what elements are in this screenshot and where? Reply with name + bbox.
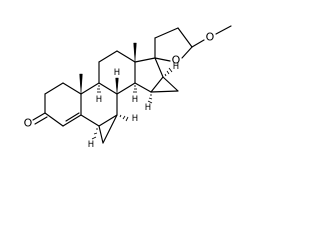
h-14-label: H (132, 95, 138, 105)
bond-c3-o (32, 112, 46, 121)
hash-c7-h-1 (119, 114, 122, 118)
bond-c4-c3 (44, 112, 64, 127)
bond-c20-c21 (154, 27, 179, 39)
bond-c17-c16 (154, 57, 164, 78)
bond-c7-cp (102, 114, 118, 144)
bond-c6-c5 (80, 114, 100, 127)
cyclopropane-b (98, 114, 118, 144)
h-16-label: H (173, 62, 179, 72)
ring-d (134, 57, 164, 93)
hash-c16-h-2 (166, 70, 170, 75)
bond-c22-o (181, 46, 193, 59)
bond-c2-c1 (44, 82, 64, 95)
bond-c3-o-double (34, 116, 48, 125)
hash-c16-h-3 (168, 67, 173, 73)
spiro-thf-ring (154, 27, 193, 62)
ring-b (80, 82, 118, 127)
h-9-label: H (96, 95, 102, 105)
ring-c (98, 50, 136, 95)
h-15-label: H (145, 103, 151, 113)
hash-c7-h-3 (125, 116, 129, 122)
bond-c16-cp (162, 76, 179, 92)
ketone-oxygen-label: O (24, 117, 33, 130)
bond-o-c17 (154, 57, 171, 62)
wedge-c8-h (115, 77, 119, 95)
bond-o-methyl (215, 25, 232, 35)
hash-c16-h-1 (164, 73, 167, 77)
bond-c9-c8 (98, 82, 118, 95)
bond-c22-ome (191, 39, 205, 48)
ring-oxygen-label: O (172, 54, 181, 67)
methyl-c13-wedge (133, 42, 137, 63)
methyl-c10-wedge (79, 73, 83, 95)
bond-c14-c8 (116, 82, 136, 95)
bond-c7-c6 (98, 114, 118, 127)
bond-c1-c10 (62, 82, 82, 95)
bond-c13-c17 (134, 57, 156, 63)
bond-c15-c14 (134, 82, 152, 93)
ring-a (32, 82, 82, 127)
hash-c6-h-2 (93, 132, 98, 135)
hash-c6-h-3 (91, 136, 97, 140)
cyclopropane-d (150, 76, 179, 93)
hash-c15-h-2 (148, 97, 153, 100)
bond-c15-cp (150, 90, 179, 93)
bond-c4-c5-double (65, 112, 80, 122)
h-6-label: H (88, 140, 94, 150)
hash-c15-h-3 (147, 100, 153, 104)
h-8-label: H (114, 68, 120, 78)
hash-c7-h-2 (122, 115, 126, 120)
h-7-label: H (132, 114, 138, 124)
bond-c21-c22 (177, 27, 193, 48)
bond-c12-c13 (116, 50, 136, 63)
structure-diagram: O H H H H (24, 25, 232, 150)
bond-c10-c9 (80, 82, 100, 95)
bond-c11-c12 (98, 50, 118, 63)
methoxy-oxygen-label: O (206, 31, 215, 44)
bond-c16-c15 (150, 76, 164, 93)
bond-c5-c4 (62, 114, 82, 127)
bond-c6-cp (98, 125, 104, 144)
